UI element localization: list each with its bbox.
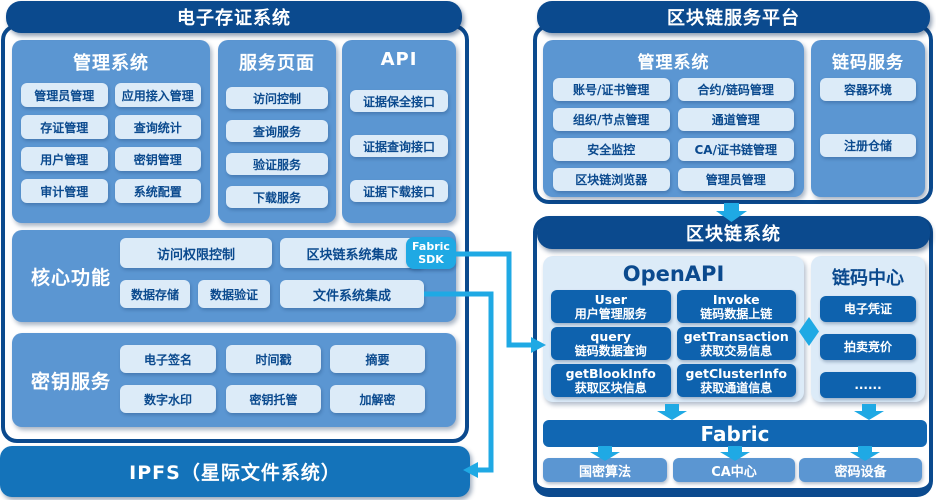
api-method-name: query — [590, 328, 632, 344]
diagram-node: CA/证书链管理 — [677, 138, 794, 161]
diagram-node: 时间戳 — [226, 345, 321, 373]
diagram-node: 区块链浏览器 — [553, 168, 670, 191]
fabric-bar: Fabric — [543, 420, 927, 447]
diagram-node: 国密算法 — [543, 458, 667, 482]
fabric-sdk-badge: Fabric SDK — [406, 237, 456, 269]
diagram-node: 证据查询接口 — [350, 135, 448, 157]
api-method-name: Invoke — [712, 291, 760, 307]
diagram-node: 存证管理 — [21, 115, 108, 139]
diagram-node: CA中心 — [673, 458, 795, 482]
api-method-desc: 获取通道信息 — [700, 380, 773, 395]
left-management-title: 管理系统 — [73, 53, 149, 74]
diagram-node: query 链码数据查询 — [551, 327, 671, 360]
diagram-node: 账号/证书管理 — [553, 78, 670, 101]
diagram-node: 证据下载接口 — [350, 180, 448, 202]
diagram-node: 电子凭证 — [820, 296, 916, 322]
api-method-name: getClusterInfo — [685, 365, 787, 381]
diagram-node: 合约/链码管理 — [677, 78, 794, 101]
diagram-node: 文件系统集成 — [280, 280, 424, 308]
left-management-items: 管理员管理 应用接入管理 存证管理 查询统计 用户管理 密钥管理 审计管理 系统… — [12, 75, 210, 203]
diagram-node: 数字水印 — [120, 385, 216, 413]
left-service-pages-items: 访问控制 查询服务 验证服务 下载服务 — [218, 75, 336, 208]
diagram-node: 用户管理 — [21, 147, 108, 171]
diagram-node: 电子签名 — [120, 345, 216, 373]
api-method-desc: 链码数据上链 — [700, 306, 773, 321]
diagram-node: 区块链系统集成 — [280, 238, 424, 268]
diagram-node: 管理员管理 — [21, 83, 108, 107]
diagram-node: 访问控制 — [226, 87, 328, 109]
diagram-node: 系统配置 — [114, 179, 201, 203]
api-method-desc: 用户管理服务 — [574, 306, 647, 321]
key-service-section: 密钥服务 电子签名 时间戳 摘要 数字水印 密钥托管 加解密 — [12, 333, 456, 427]
blockchain-system-header: 区块链系统 — [537, 216, 930, 249]
diagram-node: 数据存储 — [120, 280, 190, 308]
diagram-node: 下载服务 — [226, 186, 328, 208]
chaincode-center-title: 链码中心 — [832, 268, 904, 289]
api-method-name: getTransaction — [683, 328, 789, 344]
api-method-name: getBlookInfo — [565, 365, 656, 381]
api-method-desc: 链码数据查询 — [574, 343, 647, 358]
diagram-node: Invoke 链码数据上链 — [676, 290, 796, 323]
diagram-node: 密钥托管 — [226, 385, 321, 413]
diagram-node: ...... — [820, 372, 916, 398]
diagram-node: 加解密 — [330, 385, 425, 413]
diagram-node: 组织/节点管理 — [553, 108, 670, 131]
fabric-sdk-badge-line2: SDK — [418, 253, 444, 266]
api-method-name: User — [594, 291, 627, 307]
fabric-sdk-badge-line1: Fabric — [412, 240, 450, 253]
chaincode-service-section: 链码服务 容器环境 注册仓储 — [811, 40, 925, 197]
diagram-node: 应用接入管理 — [114, 83, 201, 107]
chaincode-center-section: 链码中心 电子凭证 拍卖竞价 ...... — [811, 256, 925, 402]
diagram-node: 证据保全接口 — [350, 90, 448, 112]
diagram-node: 访问权限控制 — [120, 238, 272, 268]
diagram-node: 数据验证 — [198, 280, 270, 308]
diagram-node: getClusterInfo 获取通道信息 — [676, 364, 796, 397]
left-service-pages-title: 服务页面 — [239, 53, 315, 74]
key-service-title: 密钥服务 — [30, 370, 111, 393]
diagram-node: User 用户管理服务 — [551, 290, 671, 323]
diagram-node: 查询服务 — [226, 120, 328, 142]
platform-management-title: 管理系统 — [637, 53, 710, 73]
diagram-node: 密钥管理 — [114, 147, 201, 171]
core-functions-section: 核心功能 访问权限控制 区块链系统集成 Fabric SDK 数据存储 数据验证… — [12, 230, 456, 322]
platform-header: 区块链服务平台 — [537, 1, 930, 33]
openapi-items: User 用户管理服务 Invoke 链码数据上链 query 链码数据查询 g… — [543, 286, 804, 397]
diagram-node: 注册仓储 — [820, 134, 916, 157]
api-method-desc: 获取区块信息 — [574, 380, 647, 395]
left-system-header: 电子存证系统 — [6, 1, 462, 33]
diagram-node: 安全监控 — [553, 138, 670, 161]
diagram-node: 验证服务 — [226, 153, 328, 175]
diagram-node: 拍卖竞价 — [820, 334, 916, 360]
openapi-section: OpenAPI User 用户管理服务 Invoke 链码数据上链 query … — [543, 256, 804, 402]
openapi-title: OpenAPI — [622, 262, 725, 286]
chaincode-service-title: 链码服务 — [832, 53, 904, 73]
api-method-desc: 获取交易信息 — [700, 343, 773, 358]
diagram-node: 容器环境 — [820, 78, 916, 101]
left-api-title: API — [380, 49, 418, 70]
diagram-node: 通道管理 — [677, 108, 794, 131]
platform-management-items: 账号/证书管理 合约/链码管理 组织/节点管理 通道管理 安全监控 CA/证书链… — [543, 73, 804, 191]
diagram-node: 审计管理 — [21, 179, 108, 203]
left-management-section: 管理系统 管理员管理 应用接入管理 存证管理 查询统计 用户管理 密钥管理 审计… — [12, 40, 210, 223]
diagram-node: getBlookInfo 获取区块信息 — [551, 364, 671, 397]
left-service-pages-section: 服务页面 访问控制 查询服务 验证服务 下载服务 — [218, 40, 336, 223]
left-api-section: API 证据保全接口 证据查询接口 证据下载接口 — [342, 40, 456, 223]
diagram-node: getTransaction 获取交易信息 — [676, 327, 796, 360]
diagram-node: 摘要 — [330, 345, 425, 373]
platform-management-section: 管理系统 账号/证书管理 合约/链码管理 组织/节点管理 通道管理 安全监控 C… — [543, 40, 804, 197]
ipfs-bar: IPFS（星际文件系统） — [0, 446, 470, 497]
core-functions-title: 核心功能 — [30, 266, 111, 289]
diagram-node: 密码设备 — [799, 458, 922, 482]
diagram-node: 查询统计 — [114, 115, 201, 139]
diagram-node: 管理员管理 — [677, 168, 794, 191]
